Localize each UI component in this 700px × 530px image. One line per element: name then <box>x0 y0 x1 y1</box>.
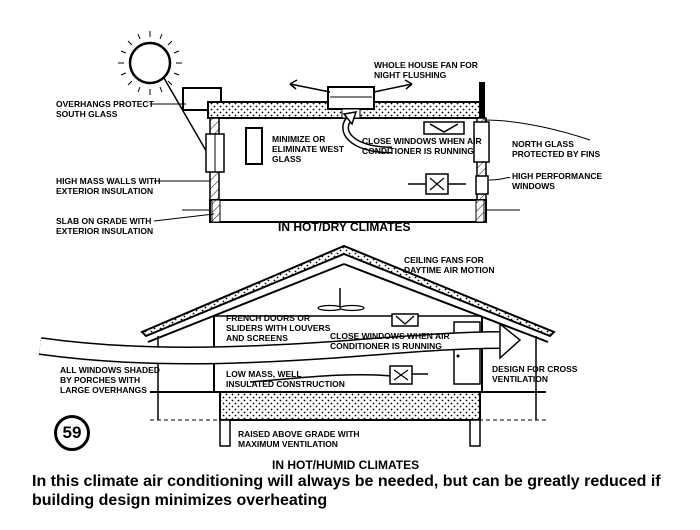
vent-icon <box>391 313 419 327</box>
hot-dry-title: IN HOT/DRY CLIMATES <box>278 220 411 234</box>
ceiling-fan-icon <box>317 288 365 312</box>
label-overhangs: OVERHANGS PROTECT SOUTH GLASS <box>56 99 154 119</box>
label-close-windows-top: CLOSE WINDOWS WHEN AIR CONDITIONER IS RU… <box>362 136 482 156</box>
label-west-glass: MINIMIZE OR ELIMINATE WEST GLASS <box>272 134 345 164</box>
label-whole-house-fan: WHOLE HOUSE FAN FOR NIGHT FLUSHING <box>374 60 478 80</box>
label-high-performance: HIGH PERFORMANCE WINDOWS <box>512 171 603 191</box>
hot-humid-title: IN HOT/HUMID CLIMATES <box>272 458 420 472</box>
sun-icon <box>118 31 182 95</box>
label-cross-ventilation: DESIGN FOR CROSS VENTILATION <box>492 364 578 384</box>
label-high-mass: HIGH MASS WALLS WITH EXTERIOR INSULATION <box>56 176 161 196</box>
ac-unit-icon <box>389 365 428 385</box>
vent-icon <box>423 121 465 135</box>
label-north-glass: NORTH GLASS PROTECTED BY FINS <box>512 139 601 159</box>
label-porches: ALL WINDOWS SHADED BY PORCHES WITH LARGE… <box>60 365 160 395</box>
label-ceiling-fans: CEILING FANS FOR DAYTIME AIR MOTION <box>404 255 495 275</box>
label-close-windows-bottom: CLOSE WINDOWS WHEN AIR CONDITIONER IS RU… <box>330 331 450 351</box>
label-french-doors: FRENCH DOORS OR SLIDERS WITH LOUVERS AND… <box>226 313 331 343</box>
hot-dry-house <box>118 31 591 223</box>
hot-humid-house <box>38 244 556 447</box>
label-slab: SLAB ON GRADE WITH EXTERIOR INSULATION <box>56 216 154 236</box>
ac-unit-icon <box>408 173 466 195</box>
caption: In this climate air conditioning will al… <box>32 473 661 509</box>
label-low-mass: LOW MASS, WELL INSULATED CONSTRUCTION <box>226 369 345 389</box>
figure-number-badge: 59 <box>54 415 90 451</box>
label-raised: RAISED ABOVE GRADE WITH MAXIMUM VENTILAT… <box>238 429 360 449</box>
